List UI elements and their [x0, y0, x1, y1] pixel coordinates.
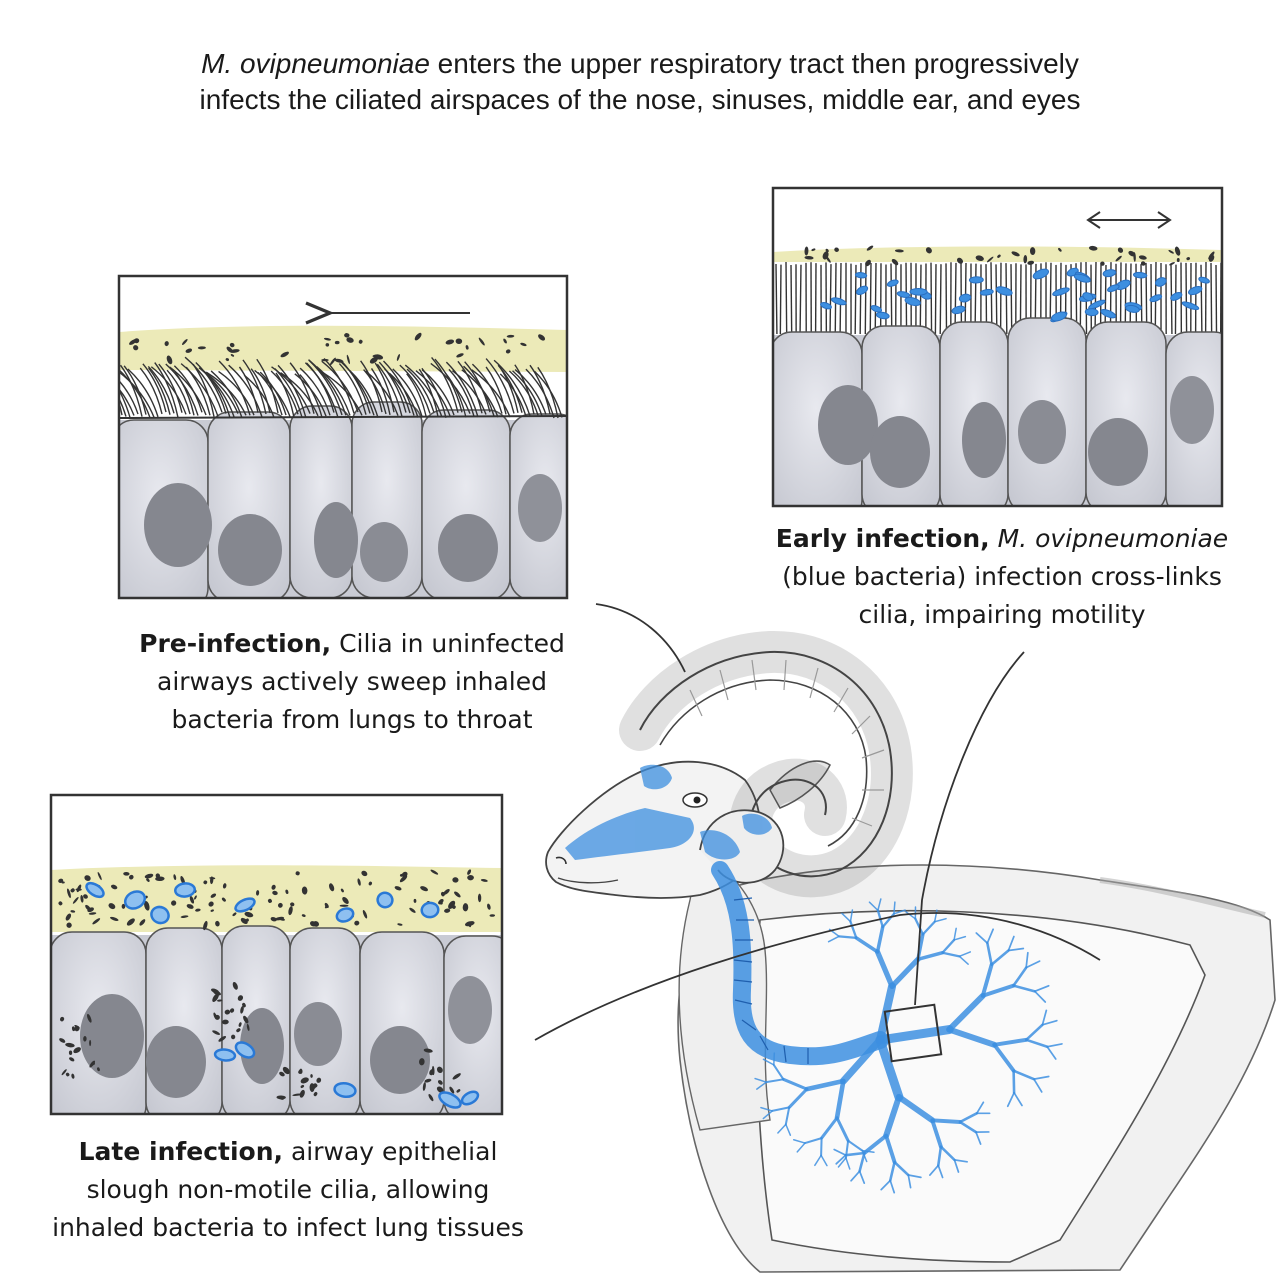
- cell-layer: [773, 317, 1222, 506]
- cell-layer: [119, 401, 567, 598]
- title-line2: infects the ciliated airspaces of the no…: [199, 84, 1081, 115]
- debris-particles: [804, 245, 1215, 267]
- late-infection-frame: [49, 793, 504, 1116]
- ram-mouth: [557, 877, 619, 884]
- caption-late-line2: slough non-motile cilia, allowing: [86, 1175, 490, 1204]
- caption-early-line2: (blue bacteria) infection cross-links: [782, 562, 1222, 591]
- late-infection-panel: [49, 793, 504, 1116]
- caption-early-bold: Early infection,: [775, 524, 990, 553]
- ram-nostril: [555, 856, 567, 865]
- mucus-layer: [119, 325, 567, 372]
- cilia-swept: [119, 356, 567, 419]
- pre-infection-panel: [117, 274, 569, 600]
- cell-layer: [51, 925, 502, 1114]
- lung-outline: [755, 909, 1206, 1263]
- early-infection-panel: [771, 186, 1224, 508]
- caption-pre-line1: Cilia in uninfected: [331, 629, 565, 658]
- blue-bacteria: [85, 881, 480, 1109]
- trachea: [711, 861, 889, 1066]
- caption-pre-line2: airways actively sweep inhaled: [157, 667, 547, 696]
- blue-bacteria: [820, 267, 1210, 323]
- pre-infection-frame: [117, 274, 569, 600]
- caption-early-infection: Early infection, M. ovipneumoniae (blue …: [752, 520, 1252, 634]
- caption-late-bold: Late infection,: [78, 1137, 284, 1166]
- debris-particles: [129, 332, 546, 366]
- caption-pre-bold: Pre-infection,: [139, 629, 332, 658]
- debris-particles: [58, 869, 496, 1102]
- caption-early-line3: cilia, impairing motility: [858, 600, 1146, 629]
- ram-illustration: [545, 630, 1276, 1273]
- caption-late-line3: inhaled bacteria to infect lung tissues: [52, 1213, 524, 1242]
- mucus-layer: [51, 865, 502, 932]
- inset-marker: [883, 1003, 943, 1063]
- figure-title: M. ovipneumoniae enters the upper respir…: [0, 46, 1280, 118]
- caption-early-species: M. ovipneumoniae: [997, 524, 1229, 553]
- caption-pre-line3: bacteria from lungs to throat: [171, 705, 533, 734]
- caption-late-line1: airway epithelial: [283, 1137, 498, 1166]
- leader-lines: [534, 603, 1101, 1041]
- ram-ear: [769, 760, 831, 809]
- ram-horn: [639, 650, 893, 878]
- trachea-rings: [733, 897, 809, 1064]
- caption-late-infection: Late infection, airway epithelial slough…: [28, 1133, 548, 1247]
- early-infection-frame: [771, 186, 1224, 508]
- caption-pre-infection: Pre-infection, Cilia in uninfected airwa…: [112, 625, 592, 739]
- double-arrow: [1086, 211, 1172, 229]
- title-line1: enters the upper respiratory tract then …: [429, 48, 1079, 79]
- horn-ridges: [689, 659, 885, 827]
- title-species: M. ovipneumoniae: [201, 48, 430, 79]
- infected-sinuses: [565, 764, 772, 860]
